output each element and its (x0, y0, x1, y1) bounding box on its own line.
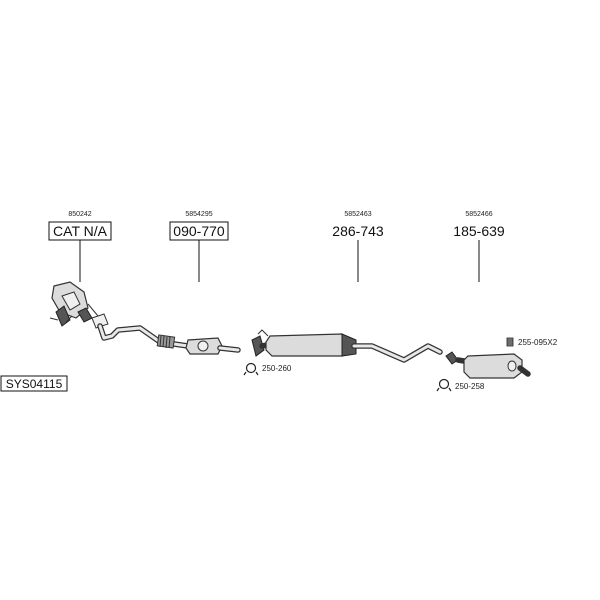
part-callout-front-pipe[interactable]: 5854295 090-770 (169, 211, 229, 282)
accessory-label: 250-258 (455, 382, 485, 391)
middle-silencer-drawing[interactable] (251, 329, 443, 363)
flex-joint (156, 334, 176, 349)
system-code: SYS04115 (6, 377, 63, 391)
part-callout-catalyst[interactable]: 850242 CAT N/A (48, 211, 112, 282)
part-ref: 5852466 (465, 211, 492, 218)
rear-silencer-drawing[interactable] (445, 351, 531, 379)
accessory-mount-255-095X2[interactable]: 255-095X2 (506, 337, 558, 347)
part-callout-rear-silencer[interactable]: 5852466 185-639 (453, 211, 505, 282)
accessory-clamp-250-258[interactable]: 250-258 (436, 378, 485, 392)
front-pipe-drawing[interactable] (91, 313, 241, 355)
part-ref: 850242 (68, 211, 91, 218)
part-ref: 5854295 (185, 211, 212, 218)
clamp-icon (436, 378, 452, 392)
part-callout-middle-silencer[interactable]: 5852463 286-743 (332, 211, 384, 282)
rubber-mount-icon (506, 337, 514, 347)
clamp-icon (243, 362, 259, 376)
part-number: 090-770 (173, 223, 225, 239)
accessory-clamp-250-260[interactable]: 250-260 (243, 362, 292, 376)
part-number: 286-743 (332, 223, 384, 239)
part-ref: 5852463 (344, 211, 371, 218)
part-number: 185-639 (453, 223, 505, 239)
part-number: CAT N/A (53, 223, 108, 239)
accessory-label: 250-260 (262, 364, 292, 373)
catalytic-converter-drawing[interactable] (49, 281, 99, 327)
accessory-label: 255-095X2 (518, 338, 558, 347)
system-code-badge: SYS04115 (0, 375, 68, 392)
